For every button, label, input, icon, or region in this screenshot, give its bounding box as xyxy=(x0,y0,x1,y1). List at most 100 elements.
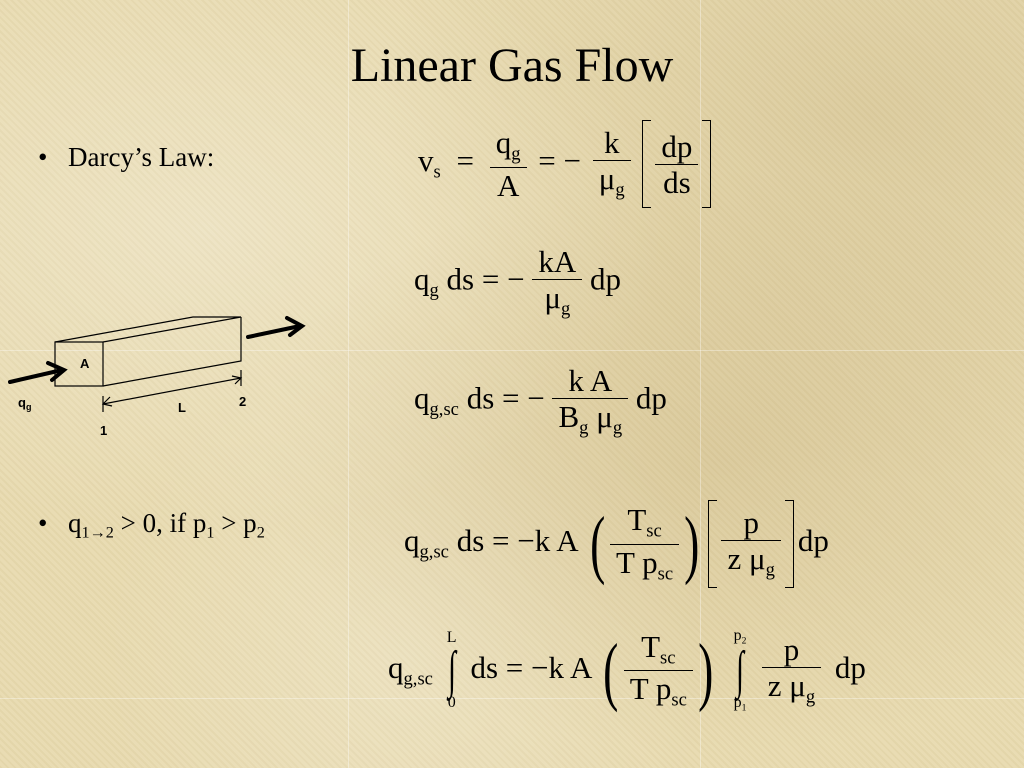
eq3-equals-minus: = − xyxy=(502,380,545,416)
diagram-side-face xyxy=(102,317,242,387)
eq2-equals-minus: = − xyxy=(481,261,525,297)
eq4-mu-sub: g xyxy=(765,559,775,581)
eq3-dp: dp xyxy=(635,380,667,416)
eq4-q-sub: g,sc xyxy=(419,541,449,563)
eq1-equals: = xyxy=(456,143,474,179)
eq4-t-sub: sc xyxy=(646,520,662,542)
inflow-arrow xyxy=(8,368,64,384)
eq4-z-mu: z μ xyxy=(727,541,766,577)
bullet-darcys-law: • Darcy’s Law: xyxy=(38,142,214,173)
eq5-ka: k A xyxy=(548,649,591,685)
eq5-integral-p: p2∫p1 xyxy=(726,627,754,714)
eq5-mu-sub: g xyxy=(805,686,816,708)
eq5-plim-top-sub: 2 xyxy=(741,635,747,647)
diagram-flow-label: qg xyxy=(18,395,31,412)
eq4-q: q xyxy=(404,523,420,559)
eq5-plim-top: p xyxy=(733,627,742,644)
eq1-v: v xyxy=(418,143,434,179)
eq1-equals-minus: = − xyxy=(538,143,581,179)
eq5-t-sub: sc xyxy=(660,647,676,669)
eq1-a: A xyxy=(496,167,520,203)
eq5-lim-top: L xyxy=(446,628,457,646)
eq2-q: q xyxy=(414,261,430,297)
eq3-ka: k A xyxy=(552,365,629,399)
eq5-p-sub: sc xyxy=(671,689,687,711)
eq5-paren-right: ) xyxy=(697,628,714,713)
eq4-p-sub: sc xyxy=(657,563,674,584)
eq2-dp: dp xyxy=(589,261,621,297)
bullet-flow-condition: •q1→2 > 0, if p1 > p2 xyxy=(38,508,265,543)
eq2-q-sub: g xyxy=(429,280,439,302)
eq4-tp: T p xyxy=(616,544,658,580)
eq5-plim-bot-sub: 1 xyxy=(741,702,747,714)
eq2-mu: μ xyxy=(544,280,561,315)
diagram-length-line xyxy=(102,377,242,405)
eq2-mu-sub: g xyxy=(560,298,571,320)
eq5-q: q xyxy=(388,649,404,685)
outflow-arrow xyxy=(246,324,302,339)
bullet-q: q xyxy=(68,508,82,538)
eq4-p: p xyxy=(721,507,781,542)
eq1-q: q xyxy=(495,125,512,161)
eq1-v-sub: s xyxy=(433,161,441,183)
bullet-condition-text: > 0, if p xyxy=(113,508,207,538)
eq5-q-sub: g,sc xyxy=(403,668,433,690)
eq3-ds: ds xyxy=(466,380,495,416)
eq5-equals-minus: = − xyxy=(505,649,549,685)
eq4-ds: ds xyxy=(456,523,485,559)
slide-title: Linear Gas Flow xyxy=(350,39,674,92)
eq4-bracket-right xyxy=(784,500,794,588)
eq5-paren-left: ( xyxy=(603,628,619,713)
background-gridline xyxy=(700,0,701,768)
eq3-mu-sub: g xyxy=(612,417,623,439)
eq4-bracket-left xyxy=(708,500,718,588)
eq4-t: T xyxy=(627,502,647,538)
eq3-mu: μ xyxy=(596,399,613,434)
background-gridline xyxy=(348,0,349,768)
eq5-ds: ds xyxy=(470,649,499,685)
eq2-ds: ds xyxy=(446,261,475,297)
eq5-lim-bot: 0 xyxy=(447,694,456,712)
background-gridline xyxy=(0,350,1024,351)
eq4-equals-minus: = − xyxy=(492,523,535,559)
eq3-q-sub: g,sc xyxy=(429,399,459,421)
eq5-z-mu: z μ xyxy=(767,668,806,704)
inflow-arrowhead xyxy=(46,361,68,382)
bullet-dot: • xyxy=(38,508,48,538)
integral-sign-icon: ∫ xyxy=(447,641,456,699)
diagram-length-label: L xyxy=(178,400,186,415)
eq1-ds: ds xyxy=(663,164,691,200)
integral-sign-icon: ∫ xyxy=(736,641,744,699)
eq3-q: q xyxy=(414,380,430,416)
bullet-dot: • xyxy=(38,142,48,172)
eq1-k: k xyxy=(592,127,631,162)
eq5-integral-s: L∫0 xyxy=(441,628,463,712)
diagram-point1-label: 1 xyxy=(100,423,107,438)
diagram-front-face xyxy=(54,341,104,387)
eq1-q-sub: g xyxy=(511,143,521,165)
eq5-dp: dp xyxy=(834,649,866,685)
outflow-arrowhead xyxy=(285,316,306,337)
eq1-mu-sub: g xyxy=(615,179,625,201)
bullet-condition-text-2: > p xyxy=(214,508,257,538)
eq1-bracket-right xyxy=(702,120,712,208)
eq1-bracket-left xyxy=(642,120,652,208)
diagram-length-arrowhead-right xyxy=(231,375,243,385)
bullet-q-sub: 1→2 xyxy=(81,523,114,542)
bullet-text: Darcy’s Law: xyxy=(68,142,215,172)
eq1-dp: dp xyxy=(655,131,699,165)
eq5-plim-bot: p xyxy=(733,694,742,712)
eq4-dp: dp xyxy=(797,523,829,559)
